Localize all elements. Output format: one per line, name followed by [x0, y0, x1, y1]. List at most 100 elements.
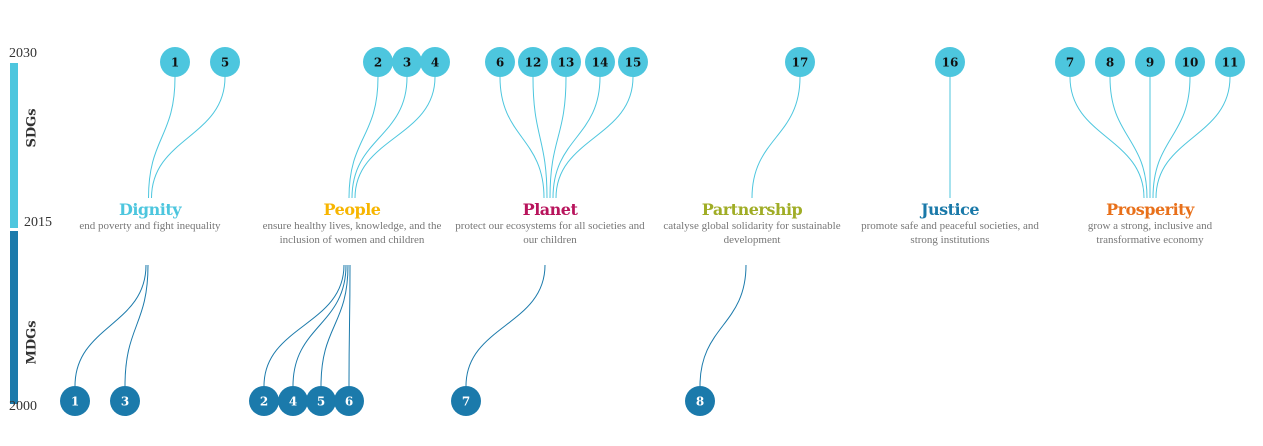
- goal-circle: [785, 47, 815, 77]
- sdg-goal-15[interactable]: 15: [618, 47, 648, 77]
- sdg-link: [348, 76, 379, 199]
- goal-number: 8: [696, 395, 704, 409]
- mdg-goal-5[interactable]: 5: [306, 386, 336, 416]
- group-title: Dignity: [118, 200, 182, 219]
- goal-number: 3: [121, 395, 129, 409]
- sdg-goal-6[interactable]: 6: [485, 47, 515, 77]
- goal-circle: [1135, 47, 1165, 77]
- goal-number: 3: [403, 56, 411, 70]
- sdg-goal-12[interactable]: 12: [518, 47, 548, 77]
- sdg-goal-4[interactable]: 4: [420, 47, 450, 77]
- goal-number: 15: [625, 56, 642, 70]
- goal-circle: [1215, 47, 1245, 77]
- goal-circle: [392, 47, 422, 77]
- sdg-goal-1[interactable]: 1: [160, 47, 190, 77]
- sdg-goal-16[interactable]: 16: [935, 47, 965, 77]
- group-title: Justice: [920, 200, 980, 219]
- sdg-goal-13[interactable]: 13: [551, 47, 581, 77]
- mdg-link: [699, 264, 747, 387]
- sdg-goal-8[interactable]: 8: [1095, 47, 1125, 77]
- mdg-goal-1[interactable]: 1: [60, 386, 90, 416]
- goal-number: 2: [260, 395, 268, 409]
- goal-number: 13: [558, 56, 575, 70]
- goal-number: 5: [221, 56, 229, 70]
- goal-circle: [935, 47, 965, 77]
- sdg-period-bar: [10, 63, 18, 228]
- goal-circle: [210, 47, 240, 77]
- goal-number: 7: [1066, 56, 1074, 70]
- goal-circle: [585, 47, 615, 77]
- group-description: catalyse global solidarity for sustainab…: [663, 220, 841, 246]
- goal-number: 9: [1146, 56, 1154, 70]
- mdg-goal-4[interactable]: 4: [278, 386, 308, 416]
- goal-circle: [278, 386, 308, 416]
- goal-circle: [306, 386, 336, 416]
- mdg-link: [348, 264, 351, 387]
- sdg-goal-3[interactable]: 3: [392, 47, 422, 77]
- sdg-goal-7[interactable]: 7: [1055, 47, 1085, 77]
- goal-number: 1: [71, 395, 79, 409]
- goal-number: 7: [462, 395, 470, 409]
- group-title: Partnership: [701, 200, 803, 219]
- mdg-link: [465, 264, 546, 387]
- goal-number: 4: [289, 395, 297, 409]
- sdg-goal-17[interactable]: 17: [785, 47, 815, 77]
- mdg-goal-6[interactable]: 6: [334, 386, 364, 416]
- mdg-link: [263, 264, 345, 387]
- goal-circle: [551, 47, 581, 77]
- sdg-link: [1069, 76, 1145, 199]
- goal-circle: [110, 386, 140, 416]
- group-description: end poverty and fight inequality: [79, 220, 221, 232]
- goal-circle: [485, 47, 515, 77]
- mdgs-label: MDGs: [24, 320, 40, 365]
- goal-number: 2: [374, 56, 382, 70]
- mdg-link: [292, 264, 347, 387]
- goal-number: 14: [592, 56, 609, 70]
- goal-number: 8: [1106, 56, 1114, 70]
- mdg-goal-8[interactable]: 8: [685, 386, 715, 416]
- group-description: ensure healthy lives, knowledge, and the…: [262, 220, 442, 246]
- goal-number: 10: [1182, 56, 1199, 70]
- sdg-link: [549, 76, 567, 199]
- goal-number: 5: [317, 395, 325, 409]
- goal-circle: [160, 47, 190, 77]
- sdg-goal-11[interactable]: 11: [1215, 47, 1245, 77]
- group-title: Planet: [522, 200, 578, 219]
- sdg-goal-2[interactable]: 2: [363, 47, 393, 77]
- sdgs-label: SDGs: [24, 108, 40, 148]
- goal-number: 6: [496, 56, 504, 70]
- goal-circle: [618, 47, 648, 77]
- sdg-goal-9[interactable]: 9: [1135, 47, 1165, 77]
- mdg-goal-2[interactable]: 2: [249, 386, 279, 416]
- sdg-link: [1109, 76, 1148, 199]
- mdg-link: [124, 264, 149, 387]
- sdg-link: [351, 76, 408, 199]
- goal-circle: [363, 47, 393, 77]
- group-description: promote safe and peaceful societies, and…: [861, 220, 1039, 246]
- goal-circle: [1055, 47, 1085, 77]
- mdg-goal-3[interactable]: 3: [110, 386, 140, 416]
- goal-circle: [1095, 47, 1125, 77]
- sdg-link: [148, 76, 176, 199]
- goal-circle: [518, 47, 548, 77]
- sdg-goal-14[interactable]: 14: [585, 47, 615, 77]
- goal-circle: [685, 386, 715, 416]
- mdg-period-bar: [10, 231, 18, 404]
- goal-circle: [451, 386, 481, 416]
- sdg-link: [499, 76, 545, 199]
- group-title: People: [323, 200, 381, 219]
- sdg-goal-5[interactable]: 5: [210, 47, 240, 77]
- sdg-link: [1155, 76, 1231, 199]
- year-2000: 2000: [9, 399, 37, 414]
- mdg-link: [320, 264, 349, 387]
- mdg-link: [74, 264, 147, 387]
- goal-circle: [334, 386, 364, 416]
- mdg-goal-7[interactable]: 7: [451, 386, 481, 416]
- sdg-goal-10[interactable]: 10: [1175, 47, 1205, 77]
- sdg-link: [751, 76, 801, 199]
